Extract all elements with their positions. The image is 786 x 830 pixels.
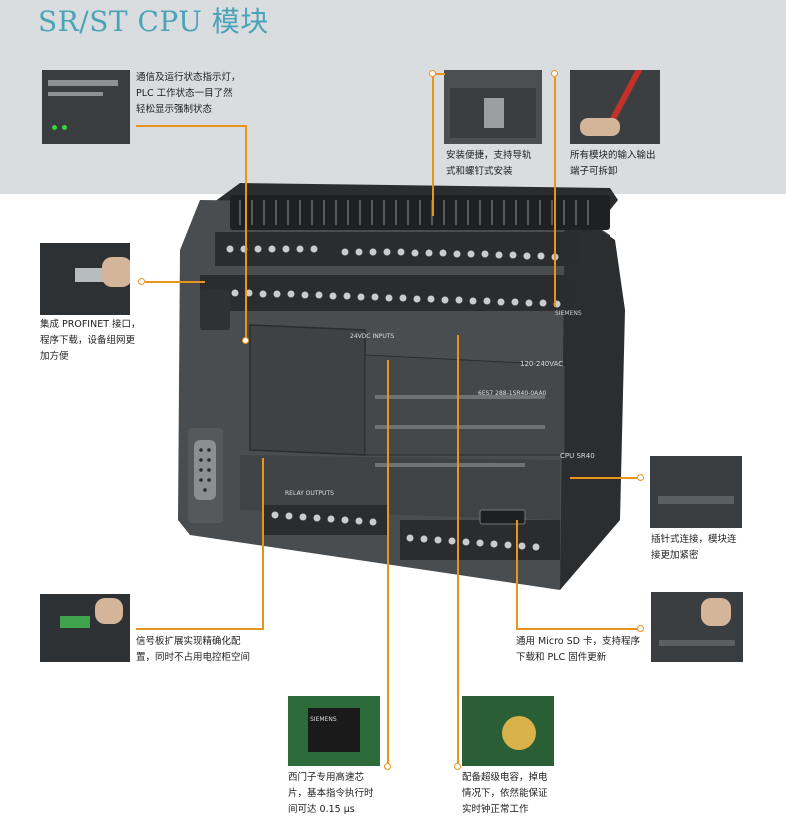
plug-connect-leader-h <box>570 477 637 479</box>
inputs-label: 24VDC INPUTS <box>350 333 395 340</box>
terminals-leader-v <box>554 77 556 307</box>
supercap-leader-dot <box>454 763 461 770</box>
mounting-photo <box>444 70 542 144</box>
supercap-caption: 配备超级电容，掉电 情况下，依然能保证 实时钟正常工作 <box>462 770 572 818</box>
chip-leader-v <box>387 360 389 765</box>
signal-board-caption-line1: 信号板扩展实现精确化配 <box>136 636 241 647</box>
part-number-label: 6ES7 288-1SR40-0AA0 <box>478 390 547 397</box>
micro-sd-leader-v <box>516 520 518 628</box>
supercap-leader-v <box>457 335 459 765</box>
chip-caption-line2: 片，基本指令执行时 <box>288 788 374 799</box>
terminals-photo <box>570 70 660 144</box>
chip-caption: 西门子专用高速芯 片，基本指令执行时 间可达 0.15 μs <box>288 770 398 818</box>
brand-label: SIEMENS <box>555 310 582 317</box>
signal-board-photo <box>40 594 130 662</box>
status-leds-caption-line1: 通信及运行状态指示灯， <box>136 72 241 83</box>
mounting-caption-line2: 式和螺钉式安装 <box>446 166 513 177</box>
status-leds-leader-h <box>136 125 246 127</box>
profinet-leader-dot <box>138 278 145 285</box>
micro-sd-photo <box>651 592 743 662</box>
plug-connect-photo <box>650 456 742 528</box>
micro-sd-leader-dot <box>637 625 644 632</box>
chip-photo: SIEMENS <box>288 696 380 766</box>
plug-connect-caption-line1: 插针式连接，模块连 <box>651 534 737 545</box>
supercap-photo <box>462 696 554 766</box>
supercap-caption-line3: 实时钟正常工作 <box>462 804 529 815</box>
signal-board-leader-h <box>136 628 264 630</box>
status-leds-leader-dot <box>242 337 249 344</box>
relay-outputs-label: RELAY OUTPUTS <box>285 490 334 497</box>
chip-caption-line3: 间可达 0.15 μs <box>288 804 355 815</box>
profinet-caption-line1: 集成 PROFINET 接口， <box>40 319 141 330</box>
terminals-caption: 所有模块的输入输出 端子可拆卸 <box>570 148 680 180</box>
terminals-caption-line2: 端子可拆卸 <box>570 166 618 177</box>
profinet-leader-h <box>145 281 205 283</box>
model-label: CPU SR40 <box>560 452 595 460</box>
plug-connect-caption: 插针式连接，模块连 接更加紧密 <box>651 532 761 564</box>
terminals-caption-line1: 所有模块的输入输出 <box>570 150 656 161</box>
plug-connect-leader-dot <box>637 474 644 481</box>
chip-brand-label: SIEMENS <box>310 716 337 723</box>
micro-sd-caption: 通用 Micro SD 卡，支持程序 下载和 PLC 固件更新 <box>516 634 656 666</box>
mounting-leader-v <box>432 76 434 216</box>
chip-leader-dot <box>384 763 391 770</box>
status-leds-photo <box>42 70 130 144</box>
profinet-caption-line3: 加方便 <box>40 351 69 362</box>
signal-board-caption-line2: 置，同时不占用电控柜空间 <box>136 652 251 663</box>
signal-board-leader-v <box>262 458 264 629</box>
status-leds-caption: 通信及运行状态指示灯， PLC 工作状态一目了然 轻松显示强制状态 <box>136 70 256 118</box>
mounting-caption: 安装便捷，支持导轨 式和螺钉式安装 <box>446 148 556 180</box>
page-title: SR/ST CPU 模块 <box>38 5 269 38</box>
supercap-caption-line2: 情况下，依然能保证 <box>462 788 548 799</box>
mounting-caption-line1: 安装便捷，支持导轨 <box>446 150 532 161</box>
chip-caption-line1: 西门子专用高速芯 <box>288 772 365 783</box>
micro-sd-leader-h <box>516 628 641 630</box>
status-leds-caption-line3: 轻松显示强制状态 <box>136 104 213 115</box>
profinet-caption-line2: 程序下载，设备组网更 <box>40 335 136 346</box>
status-leds-leader-v <box>245 125 247 340</box>
micro-sd-caption-line1: 通用 Micro SD 卡，支持程序 <box>516 636 640 647</box>
profinet-photo <box>40 243 130 315</box>
status-leds-caption-line2: PLC 工作状态一目了然 <box>136 88 233 99</box>
micro-sd-caption-line2: 下载和 PLC 固件更新 <box>516 652 607 663</box>
supercap-caption-line1: 配备超级电容，掉电 <box>462 772 548 783</box>
mounting-leader-h <box>435 73 445 75</box>
voltage-label: 120-240VAC <box>520 360 564 368</box>
signal-board-caption: 信号板扩展实现精确化配 置，同时不占用电控柜空间 <box>136 634 276 666</box>
terminals-leader-dot <box>551 70 558 77</box>
plug-connect-caption-line2: 接更加紧密 <box>651 550 699 561</box>
profinet-caption: 集成 PROFINET 接口， 程序下载，设备组网更 加方便 <box>40 317 160 365</box>
